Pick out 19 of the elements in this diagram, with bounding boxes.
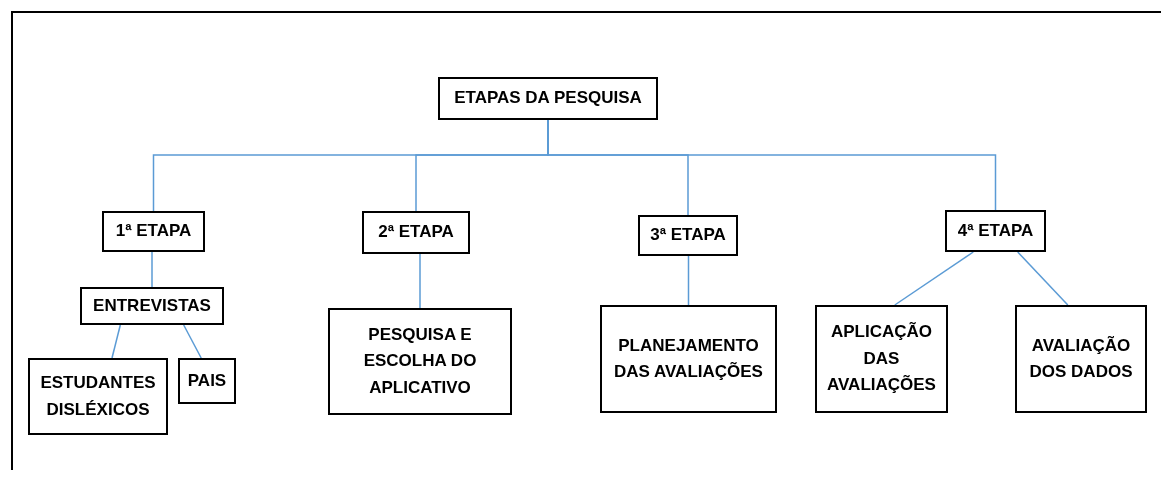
stage-box: PESQUISA E ESCOLHA DO APLICATIVO [328, 308, 512, 415]
connector-line [419, 253, 421, 309]
stage-box: ETAPAS DA PESQUISA [438, 77, 658, 120]
connector-line [894, 251, 975, 306]
stage-box: 2ª ETAPA [362, 211, 470, 254]
stage-box: 1ª ETAPA [102, 211, 205, 252]
stage-box: ENTREVISTAS [80, 287, 224, 325]
stage-box: PLANEJAMENTO DAS AVALIAÇÕES [600, 305, 777, 413]
connector-line [182, 324, 202, 359]
stage-box: ESTUDANTES DISLÉXICOS [28, 358, 168, 435]
stage-box: APLICAÇÃO DAS AVALIAÇÕES [815, 305, 948, 413]
connector-line [151, 251, 153, 288]
stage-box: 4ª ETAPA [945, 210, 1046, 252]
connector-line [687, 255, 690, 306]
connector-line [1016, 251, 1069, 306]
stage-box: AVALIAÇÃO DOS DADOS [1015, 305, 1147, 413]
stage-box: PAIS [178, 358, 236, 404]
stage-box: 3ª ETAPA [638, 215, 738, 256]
connector-line [111, 324, 122, 359]
